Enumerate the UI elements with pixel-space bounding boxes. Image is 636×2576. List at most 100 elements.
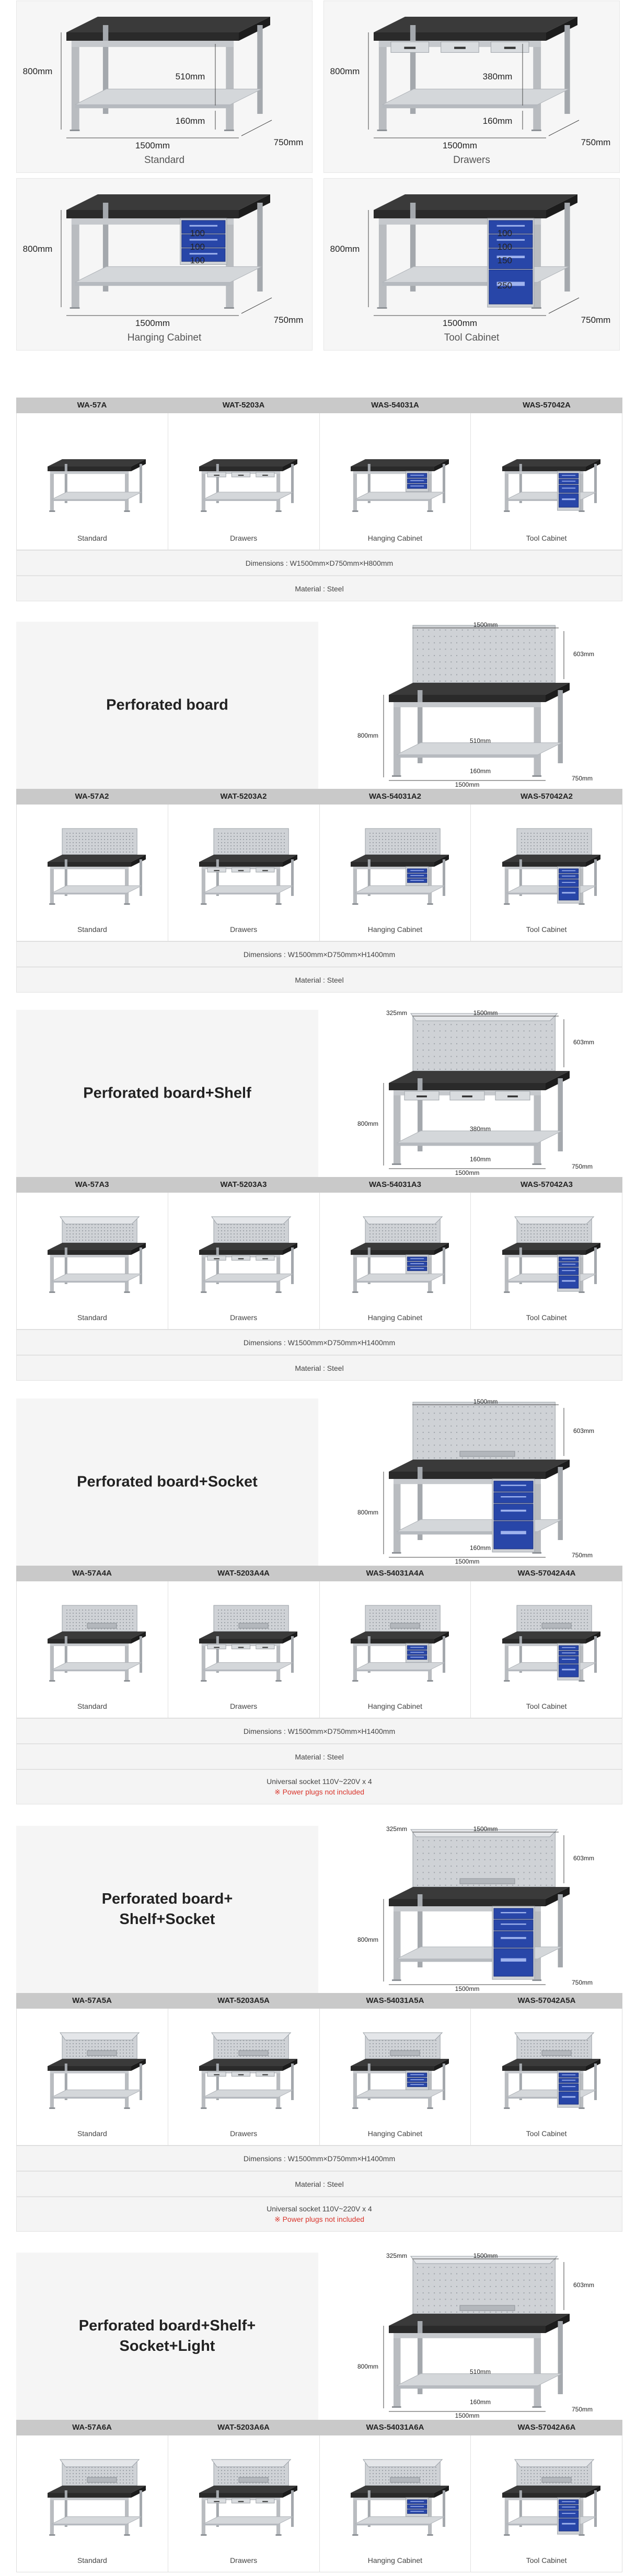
foot: [531, 130, 541, 131]
drawer-handle: [410, 2506, 424, 2507]
variant-cell[interactable]: Tool Cabinet: [471, 413, 622, 550]
variant-cell[interactable]: Standard: [17, 2009, 168, 2145]
variant-cell[interactable]: Drawers: [168, 1581, 320, 1718]
lower-shelf: [203, 885, 294, 893]
leg: [504, 867, 508, 903]
drawer-handle: [501, 1937, 526, 1939]
variant-cell[interactable]: Standard: [17, 1193, 168, 1329]
drawer-handle: [214, 2074, 220, 2076]
drawer-handle: [410, 2079, 424, 2080]
leg: [558, 690, 563, 763]
variant-cell[interactable]: Hanging Cabinet: [320, 1581, 471, 1718]
variant-cell[interactable]: Drawers: [168, 805, 320, 941]
drawer-handle: [561, 870, 575, 871]
workbench-illustration: [502, 1216, 600, 1293]
cabinet-drawer: [493, 1919, 534, 1931]
variant-cell[interactable]: Tool Cabinet: [471, 1193, 622, 1329]
workbench-illustration: [48, 2032, 146, 2109]
model-code: WA-57A5A: [72, 1996, 112, 2005]
variant-cell[interactable]: Drawers: [168, 1193, 320, 1329]
leg: [367, 1636, 371, 1673]
dimension-label: 1500mm: [473, 1826, 498, 1833]
variant-cell[interactable]: Tool Cabinet: [471, 1581, 622, 1718]
variant-cell[interactable]: Hanging Cabinet: [320, 1193, 471, 1329]
worktop-edge: [199, 862, 283, 867]
lower-shelf: [354, 1662, 445, 1670]
dimension-label: 603mm: [573, 650, 594, 658]
drawer-handle: [404, 46, 416, 49]
worktop-surface: [48, 459, 146, 467]
model-code: WAS-54031A4A: [366, 1569, 424, 1578]
leg: [140, 859, 143, 896]
section-title: Perforated board+Socket: [77, 1473, 258, 1490]
variant-cell[interactable]: Standard: [17, 805, 168, 941]
variant-cell[interactable]: Hanging Cabinet: [320, 413, 471, 550]
board-holes: [417, 2260, 553, 2313]
leg: [504, 1643, 508, 1680]
leg: [125, 471, 129, 510]
drawer: [256, 1644, 275, 1649]
spec-row: Material : Steel: [16, 2171, 622, 2197]
drawer-handle: [417, 1095, 427, 1098]
leg: [427, 2071, 432, 2107]
leg: [394, 1090, 401, 1163]
spec-row: Material : Steel: [16, 967, 622, 993]
variant-cell[interactable]: Drawers: [168, 2009, 320, 2145]
variant-cell[interactable]: Drawers: [168, 413, 320, 550]
dimension-label: 1500mm: [135, 141, 170, 150]
foot: [579, 1680, 585, 1682]
top-shelf: [514, 2032, 595, 2041]
worktop-edge: [199, 1250, 283, 1255]
variant-cell[interactable]: Tool Cabinet: [471, 805, 622, 941]
worktop-surface: [66, 194, 270, 210]
drawer-handle: [496, 225, 525, 227]
spec-row: Universal socket 110V~220V x 4※ Power pl…: [16, 2197, 622, 2232]
worktop-edge: [199, 2493, 283, 2498]
foot: [124, 2534, 130, 2536]
apron: [353, 471, 432, 474]
variant-thumbnail: [350, 828, 449, 905]
spec-row: Universal socket 110V~220V x 4 ※ Power pl…: [16, 1769, 622, 1804]
variant-cell[interactable]: Standard: [17, 2435, 168, 2572]
section-hero: Perforated board+Shelf: [16, 1010, 318, 1177]
drawer-handle: [262, 870, 268, 871]
worktop-surface: [48, 2486, 146, 2493]
leg: [140, 2064, 143, 2100]
variant-cell[interactable]: Standard: [17, 1581, 168, 1718]
variant-cell[interactable]: Hanging Cabinet: [320, 2009, 471, 2145]
lower-shelf-edge: [506, 1670, 582, 1672]
worktop-edge: [502, 2493, 586, 2498]
leg: [276, 471, 281, 510]
leg: [519, 464, 522, 503]
model-code: WAS-54031A2: [368, 792, 422, 801]
leg: [418, 690, 423, 763]
workbench-illustration: [199, 1605, 298, 1682]
variant-cell[interactable]: Tool Cabinet: [471, 2435, 622, 2572]
spec-row: Dimensions : W1500mm×D750mm×H1400mm: [16, 2146, 622, 2171]
dimensions-spec: Dimensions : W1500mm×D750mm×H1400mm: [243, 2154, 396, 2163]
socket-spec: Universal socket 110V~220V x 4: [267, 1777, 372, 1786]
variant-cell[interactable]: Hanging Cabinet: [320, 805, 471, 941]
leg: [65, 859, 68, 896]
apron: [353, 1643, 432, 1646]
drawer-handle: [561, 892, 575, 894]
drawer-handle: [262, 1647, 268, 1648]
foot: [503, 510, 510, 512]
variant-cell[interactable]: Hanging Cabinet: [320, 2435, 471, 2572]
worktop-surface: [199, 2059, 298, 2066]
power-plug-warning: ※ Power plugs not included: [274, 1788, 365, 1796]
foot: [201, 2534, 207, 2536]
dimension-label: 800mm: [357, 1120, 378, 1127]
variant-cell[interactable]: Standard: [17, 413, 168, 550]
apron: [504, 2071, 583, 2073]
leg: [442, 464, 445, 503]
foot: [352, 903, 359, 905]
workbench-illustration: [350, 1216, 449, 1293]
variant-cell[interactable]: Tool Cabinet: [471, 2009, 622, 2145]
lower-shelf-edge: [52, 499, 128, 501]
lower-shelf-edge: [397, 1959, 538, 1962]
variant-label: Drawers: [230, 2129, 258, 2138]
variant-cell[interactable]: Drawers: [168, 2435, 320, 2572]
workbench-illustration: [199, 2459, 298, 2536]
